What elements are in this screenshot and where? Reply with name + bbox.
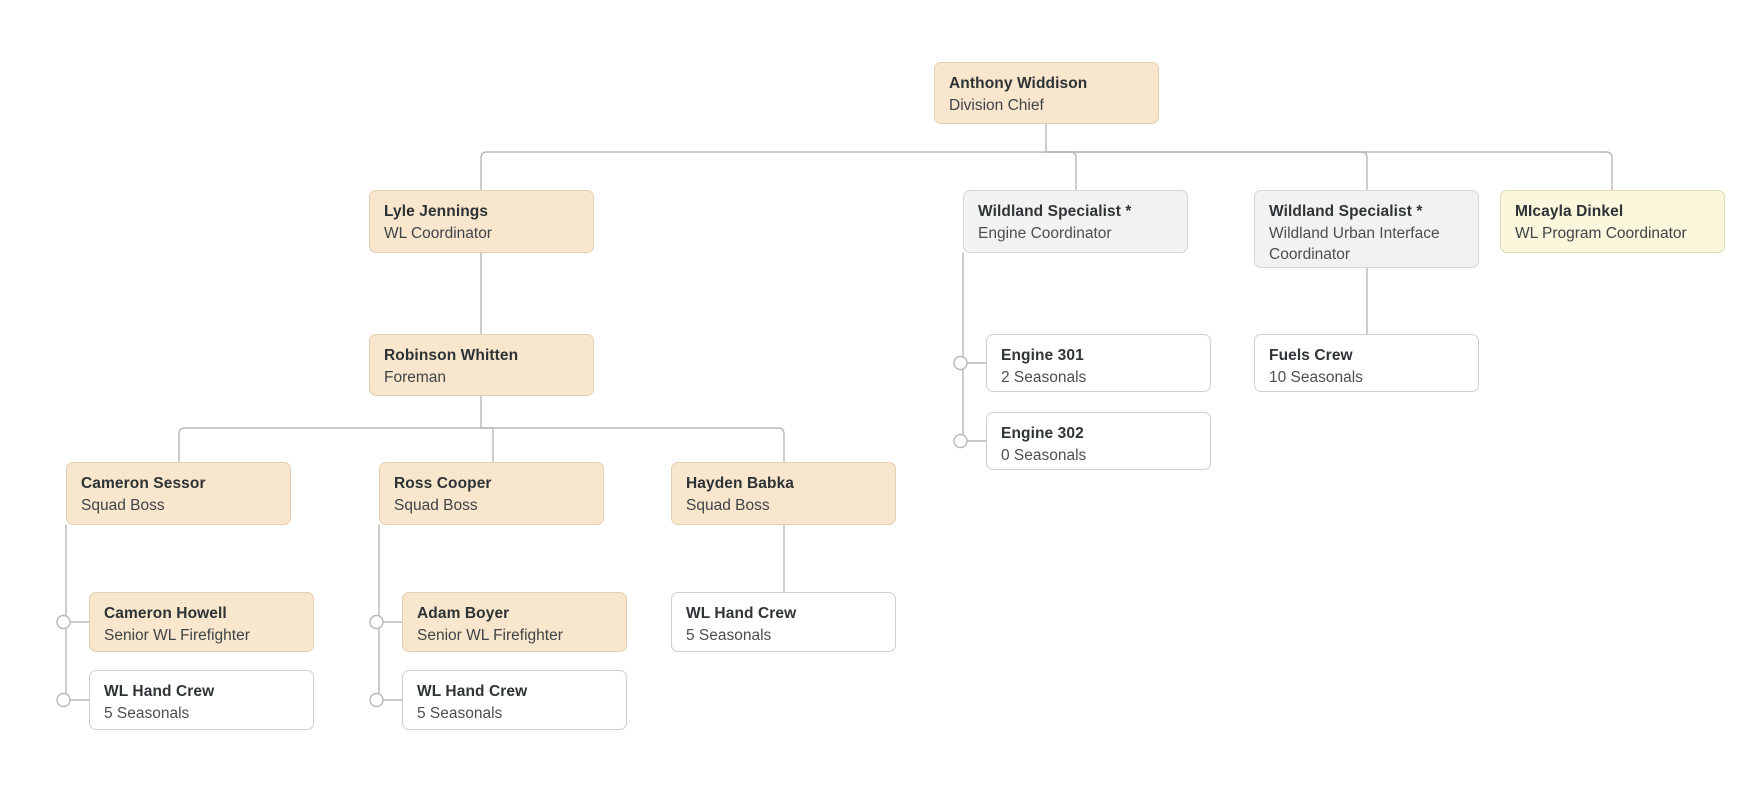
node-title: WL Hand Crew (686, 605, 797, 622)
node-subtitle: Engine Coordinator (978, 225, 1112, 243)
node-subtitle: 10 Seasonals (1269, 369, 1363, 387)
node-title: Robinson Whitten (384, 347, 519, 364)
edge-root-bus-engine (1045, 151, 1077, 191)
org-node-micayla-dinkel[interactable]: MIcayla Dinkel WL Program Coordinator (1500, 190, 1725, 253)
org-node-engine-coordinator[interactable]: Wildland Specialist * Engine Coordinator (963, 190, 1188, 253)
org-node-engine-301[interactable]: Engine 301 2 Seasonals (986, 334, 1211, 392)
org-node-lyle-jennings[interactable]: Lyle Jennings WL Coordinator (369, 190, 594, 253)
edge-root-bus-left (480, 151, 1047, 191)
node-subtitle: 5 Seasonals (686, 627, 772, 645)
edge-dot-cooper-boyer (369, 614, 384, 630)
node-subtitle: WL Program Coordinator (1515, 225, 1687, 243)
node-title: Engine 301 (1001, 347, 1084, 364)
node-title: Lyle Jennings (384, 203, 489, 220)
edge-dot-engine-302 (953, 433, 968, 449)
org-node-fuels-crew[interactable]: Fuels Crew 10 Seasonals (1254, 334, 1479, 392)
node-title: MIcayla Dinkel (1515, 203, 1624, 220)
node-subtitle: Squad Boss (81, 497, 165, 515)
node-subtitle: Squad Boss (686, 497, 770, 515)
org-node-hand-crew-cooper[interactable]: WL Hand Crew 5 Seasonals (402, 670, 627, 730)
node-title: Engine 302 (1001, 425, 1084, 442)
org-node-cameron-sessor[interactable]: Cameron Sessor Squad Boss (66, 462, 291, 525)
org-node-anthony-widdison[interactable]: Anthony Widdison Division Chief (934, 62, 1159, 124)
org-node-wui-coordinator[interactable]: Wildland Specialist * Wildland Urban Int… (1254, 190, 1479, 268)
edge-robinson-bus-babka (480, 427, 785, 463)
org-node-robinson-whitten[interactable]: Robinson Whitten Foreman (369, 334, 594, 396)
node-subtitle: 5 Seasonals (417, 705, 503, 723)
node-title: WL Hand Crew (417, 683, 528, 700)
node-title: Anthony Widdison (949, 75, 1088, 92)
node-subtitle: 2 Seasonals (1001, 369, 1087, 387)
org-node-hand-crew-sessor[interactable]: WL Hand Crew 5 Seasonals (89, 670, 314, 730)
node-subtitle: 5 Seasonals (104, 705, 190, 723)
org-node-cameron-howell[interactable]: Cameron Howell Senior WL Firefighter (89, 592, 314, 652)
edge-root-bus-wui (1045, 151, 1368, 191)
org-node-hayden-babka[interactable]: Hayden Babka Squad Boss (671, 462, 896, 525)
node-title: Hayden Babka (686, 475, 795, 492)
node-title: Fuels Crew (1269, 347, 1353, 364)
org-node-engine-302[interactable]: Engine 302 0 Seasonals (986, 412, 1211, 470)
edge-dot-sessor-howell (56, 614, 71, 630)
node-subtitle: Wildland Urban Interface Coordinator (1269, 225, 1440, 263)
edge-dot-sessor-handcrew (56, 692, 71, 708)
node-subtitle: Senior WL Firefighter (104, 627, 250, 645)
node-title: Cameron Howell (104, 605, 227, 622)
org-node-hand-crew-babka[interactable]: WL Hand Crew 5 Seasonals (671, 592, 896, 652)
node-title: WL Hand Crew (104, 683, 215, 700)
node-title: Wildland Specialist * (978, 203, 1132, 220)
node-subtitle: 0 Seasonals (1001, 447, 1087, 465)
node-title: Wildland Specialist * (1269, 203, 1423, 220)
edge-robinson-bus-cooper (480, 427, 494, 463)
org-node-ross-cooper[interactable]: Ross Cooper Squad Boss (379, 462, 604, 525)
node-title: Ross Cooper (394, 475, 492, 492)
node-subtitle: WL Coordinator (384, 225, 492, 243)
edge-root-bus-micayla (1045, 151, 1613, 191)
edge-dot-cooper-handcrew (369, 692, 384, 708)
node-subtitle: Foreman (384, 369, 447, 387)
edge-robinson-bus-sessor (178, 427, 482, 463)
node-title: Cameron Sessor (81, 475, 206, 492)
node-subtitle: Division Chief (949, 97, 1044, 115)
node-title: Adam Boyer (417, 605, 510, 622)
org-node-adam-boyer[interactable]: Adam Boyer Senior WL Firefighter (402, 592, 627, 652)
node-subtitle: Squad Boss (394, 497, 478, 515)
edge-dot-engine-301 (953, 355, 968, 371)
node-subtitle: Senior WL Firefighter (417, 627, 563, 645)
